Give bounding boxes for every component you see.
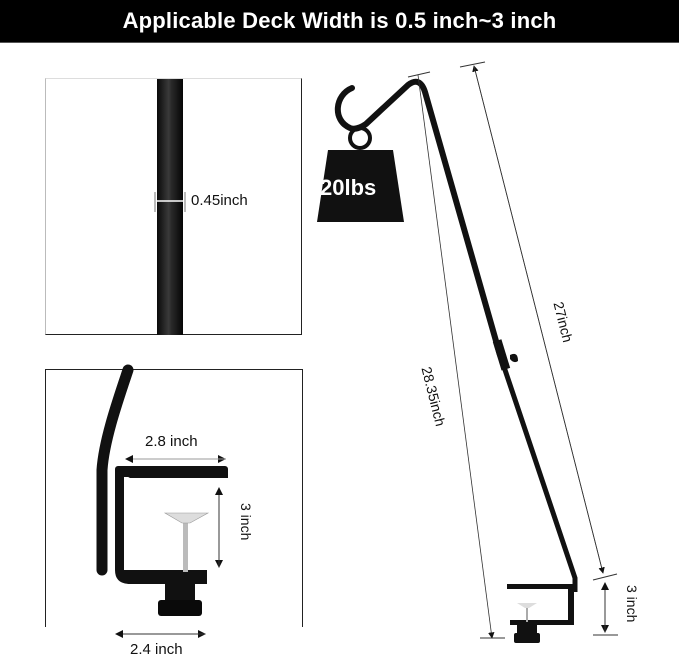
weight-icon	[317, 126, 404, 222]
length-dimension	[459, 61, 618, 581]
mini-clamp-opening-dimension	[593, 582, 618, 636]
rod-icon	[157, 79, 183, 335]
clamp-opening-label: 3 inch	[238, 503, 254, 541]
clamp-icon	[96, 364, 228, 616]
diameter-dimension	[154, 192, 186, 212]
mini-clamp-icon	[507, 584, 574, 643]
height-dimension	[407, 71, 505, 639]
diameter-label: 0.45inch	[191, 192, 248, 209]
banner-title: Applicable Deck Width is 0.5 inch~3 inch	[122, 8, 557, 33]
clamp-top-width-label: 2.8 inch	[145, 433, 198, 450]
weight-label: 20lbs	[320, 175, 377, 200]
mini-clamp-opening-label: 3 inch	[624, 585, 640, 623]
title-banner: Applicable Deck Width is 0.5 inch~3 inch	[0, 0, 679, 43]
clamp-base-width-label: 2.4 inch	[130, 641, 183, 658]
